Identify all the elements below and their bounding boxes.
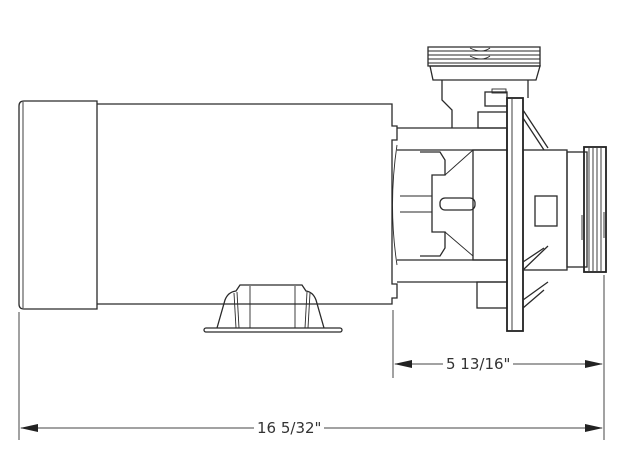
volute-flange xyxy=(506,97,524,332)
motor-end-cap xyxy=(18,100,98,310)
side-suction-port xyxy=(566,146,607,273)
pump-head-dimension-label: 5 13/16" xyxy=(443,355,514,373)
top-discharge-port xyxy=(427,46,541,129)
extension-lines xyxy=(18,275,605,440)
motor-body xyxy=(97,103,398,305)
housing-ribs xyxy=(522,109,568,309)
overall-length-dimension-label: 16 5/32" xyxy=(254,419,325,437)
motor-adapter xyxy=(392,127,508,309)
mounting-foot xyxy=(203,284,343,333)
